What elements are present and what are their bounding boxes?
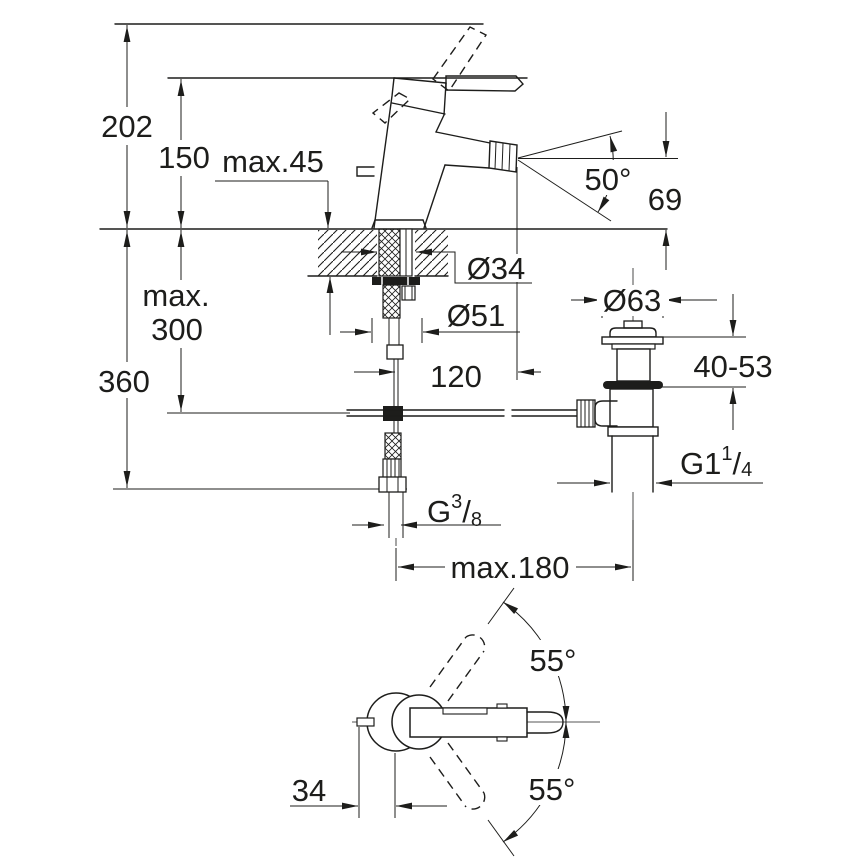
dim-waste-flange-diameter: Ø63: [603, 283, 662, 318]
flex-hose: [384, 432, 402, 460]
dim-max-depth-line2: 300: [151, 312, 203, 347]
dim-handle-swing-upper: 55°: [530, 643, 577, 678]
plan-view: [352, 587, 600, 857]
dim-max-depth-line1: max.: [142, 278, 209, 313]
mounting-shank: [346, 228, 578, 546]
dim-waste-thread: G11/4: [680, 443, 752, 481]
rod-adjuster-knurl: [576, 399, 596, 428]
dim-below-deck-height: 360: [98, 364, 150, 399]
lever-handle: [445, 75, 524, 92]
rear-pin: [356, 717, 375, 727]
waste-flange: [601, 336, 664, 345]
dim-outlet-height: 69: [648, 182, 682, 217]
waste-seal-ring: [603, 381, 663, 389]
dim-waste-adjustment: 40-53: [693, 349, 772, 384]
rear-tab: [356, 166, 375, 177]
waste-knob: [623, 320, 643, 329]
dim-spout-height: 150: [158, 140, 210, 175]
dim-max-deck-thickness: max.45: [222, 144, 324, 179]
faucet-body: [356, 26, 524, 229]
lever-lowered-dashed: [371, 92, 412, 124]
dim-supply-thread: G3/8: [427, 491, 482, 531]
mounting-nut: [372, 277, 420, 285]
dimension-labels: 202 150 max.45 50° 69 Ø34 Ø51 120 max. 3…: [98, 109, 773, 808]
aerator: [488, 140, 518, 173]
dim-handle-pin-offset: 34: [292, 773, 326, 808]
dim-total-height: 202: [101, 109, 153, 144]
dim-handle-swing-lower: 55°: [529, 772, 576, 807]
lever-raised-dashed: [432, 26, 488, 93]
dim-spout-projection: 120: [430, 359, 482, 394]
label-backgrounds: [92, 107, 669, 805]
hose-nut: [378, 476, 407, 493]
dim-max-centre-distance: max.180: [451, 550, 570, 585]
pop-up-rod-joint: [383, 406, 403, 421]
dim-spray-angle: 50°: [585, 162, 632, 197]
dim-base-diameter: Ø51: [447, 298, 506, 333]
dim-hole-diameter: Ø34: [467, 251, 526, 286]
